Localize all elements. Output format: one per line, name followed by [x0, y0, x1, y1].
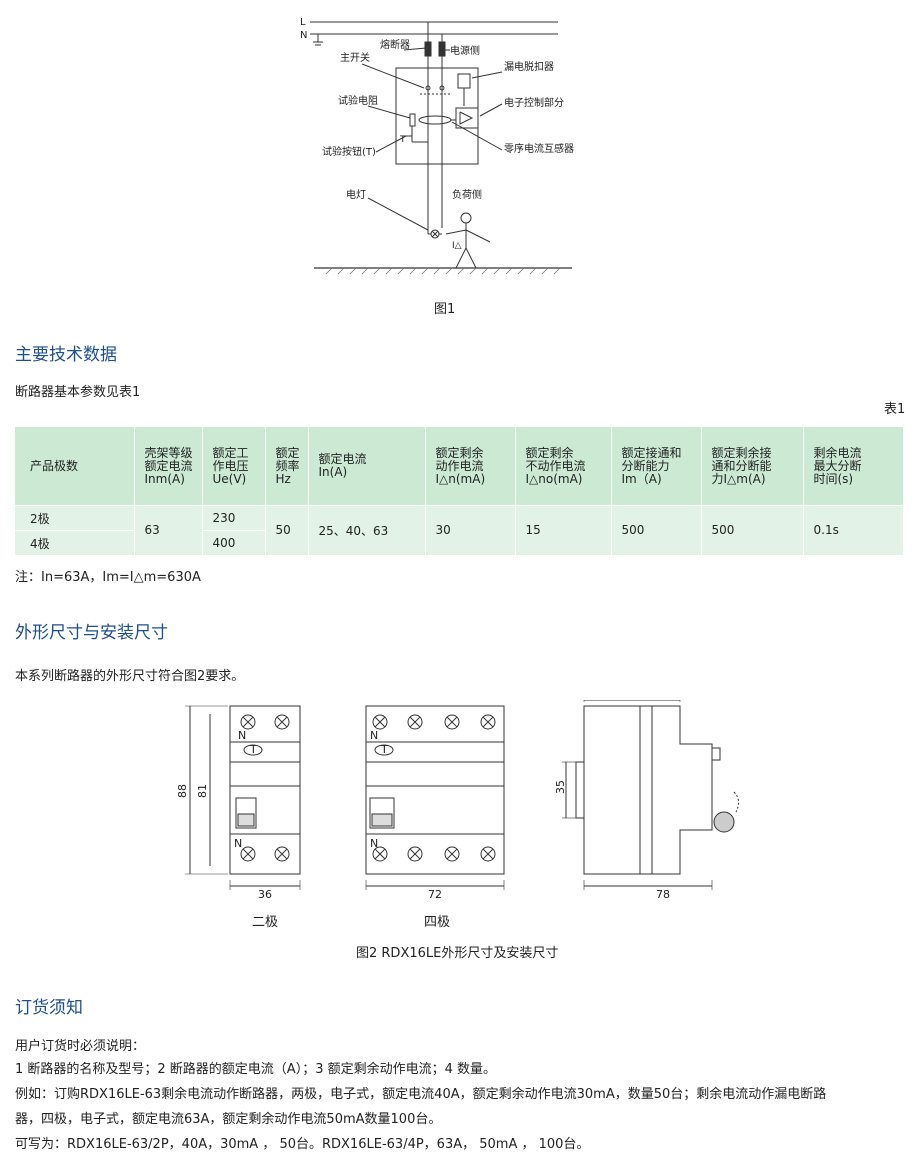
label-load-side: 负荷侧 — [452, 188, 482, 201]
section-title-dimensions: 外形尺寸与安装尺寸 — [15, 623, 168, 643]
section-title-tech-data: 主要技术数据 — [15, 345, 117, 365]
drawing-2pole: N T N 88 81 36 — [176, 705, 301, 901]
order-line-3: 例如：订购RDX16LE-63剩余电流动作断路器，两极，电子式，额定电流40A，… — [15, 1087, 827, 1102]
cell-poles-2: 2极 — [15, 505, 135, 531]
cell-ue-400: 400 — [202, 530, 266, 555]
circuit-diagram: L N 主开关 熔断器 电源侧 漏电脱扣器 试验电阻 电子控制部分 试验按钮(T… — [300, 17, 574, 275]
table-note: 注：In=63A，Im=I△m=630A — [15, 570, 201, 585]
cell-idn: 30 — [425, 505, 516, 556]
label-L: L — [300, 17, 306, 28]
t-button[interactable]: T — [249, 743, 257, 756]
dim-78: 78 — [656, 888, 670, 901]
t-button[interactable]: T — [380, 743, 388, 756]
cell-ue-230: 230 — [202, 505, 266, 531]
dim-88: 88 — [176, 784, 189, 798]
section1-intro: 断路器基本参数见表1 — [15, 385, 141, 400]
drawing-side-view: 49 35 78 — [556, 700, 740, 901]
label-fuse: 熔断器 — [380, 38, 410, 51]
n-mark-top: N — [238, 729, 246, 742]
n-mark-bottom: N — [370, 837, 378, 850]
th-poles: 产品极数 — [15, 427, 135, 506]
order-line-5: 可写为：RDX16LE-63/2P，40A，30mA ， 50台。RDX16LE… — [15, 1137, 590, 1152]
cell-im: 500 — [611, 505, 702, 556]
th-idm: 额定剩余接通和分断能力I△m(A) — [701, 427, 804, 506]
label-source-side: 电源侧 — [450, 44, 480, 57]
cell-idm: 500 — [701, 505, 804, 556]
cell-poles-4: 4极 — [15, 530, 135, 555]
label-test-resistor: 试验电阻 — [338, 94, 378, 107]
table-row: 2极 63 230 50 25、40、63 30 15 500 500 0.1s — [15, 505, 904, 556]
dim-35: 35 — [556, 780, 567, 794]
dim-72: 72 — [428, 888, 442, 901]
label-zero-ct: 零序电流互感器 — [504, 142, 574, 155]
label-N: N — [300, 30, 307, 41]
section-title-ordering: 订货须知 — [15, 998, 83, 1018]
cell-time: 0.1s — [803, 505, 904, 556]
label-2pole: 二极 — [252, 915, 279, 930]
order-line-4: 器，四极，电子式，额定电流63A，额定剩余动作电流50mA数量100台。 — [15, 1112, 442, 1127]
table-label: 表1 — [884, 402, 906, 417]
label-electronic-control: 电子控制部分 — [504, 96, 564, 109]
cell-idno: 15 — [515, 505, 612, 556]
n-mark-top: N — [370, 729, 378, 742]
drawing-4pole: N T N 72 — [365, 705, 505, 901]
cell-inm: 63 — [134, 505, 203, 556]
section2-intro: 本系列断路器的外形尺寸符合图2要求。 — [15, 669, 245, 684]
n-mark-bottom: N — [234, 837, 242, 850]
label-t-mark: T — [399, 135, 406, 145]
label-test-button: 试验按钮(T) — [322, 145, 376, 158]
cell-in: 25、40、63 — [308, 505, 426, 556]
label-4pole: 四极 — [424, 915, 451, 930]
order-line-2: 1 断路器的名称及型号；2 断路器的额定电流（A）；3 额定剩余动作电流；4 数… — [15, 1062, 497, 1077]
label-lamp: 电灯 — [346, 188, 366, 201]
label-leakage-release: 漏电脱扣器 — [504, 60, 554, 73]
table-row: 4极 400 — [15, 530, 904, 555]
figure2-caption: 图2 RDX16LE外形尺寸及安装尺寸 — [356, 946, 559, 961]
order-line-1: 用户订货时必须说明： — [15, 1039, 146, 1054]
dim-36: 36 — [258, 888, 272, 901]
cell-hz: 50 — [265, 505, 309, 556]
label-idelta: I△ — [452, 241, 462, 251]
dim-81: 81 — [196, 784, 209, 798]
label-main-switch: 主开关 — [340, 51, 370, 64]
th-time: 剩余电流最大分断时间(s) — [803, 427, 904, 506]
figure1-caption: 图1 — [434, 302, 456, 317]
